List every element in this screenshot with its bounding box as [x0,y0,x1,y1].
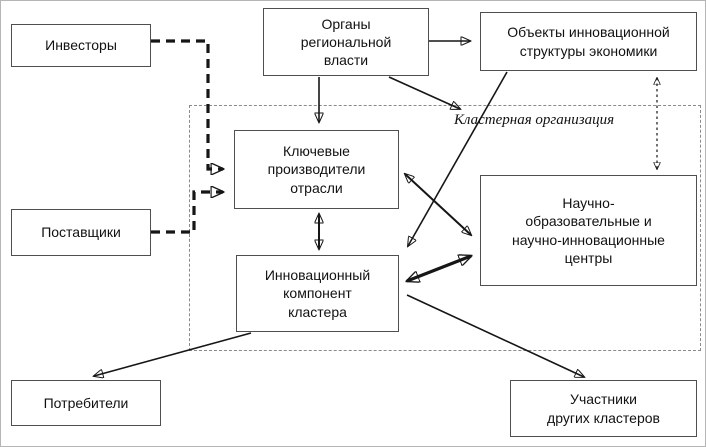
node-research-centers: Научно- образовательные и научно-инновац… [480,175,697,286]
node-consumers: Потребители [11,380,161,426]
node-innovation-component: Инновационный компонент кластера [236,255,399,332]
node-other-clusters: Участники других кластеров [510,380,697,437]
node-key-producers: Ключевые производители отрасли [234,130,399,209]
node-suppliers: Поставщики [11,209,151,256]
cluster-organization-label: Кластерная организация [453,112,615,128]
node-innovation-objects: Объекты инновационной структуры экономик… [480,12,697,71]
node-regional-authorities: Органы региональной власти [263,8,429,76]
node-investors: Инвесторы [11,24,151,67]
